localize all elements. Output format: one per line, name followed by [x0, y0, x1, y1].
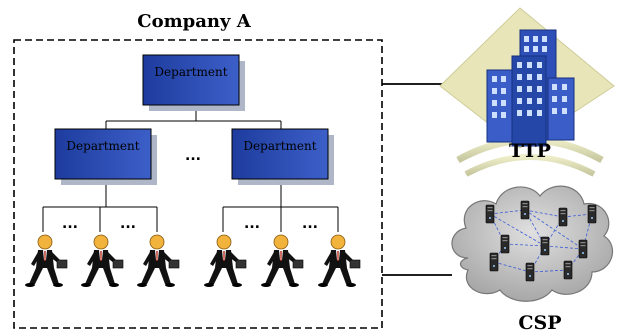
company-title: Company A: [137, 11, 251, 32]
department-ellipsis: ...: [185, 148, 201, 164]
businessman-with-briefcase-icon: [80, 234, 124, 288]
building-icon: [439, 7, 615, 177]
businessman-with-briefcase-icon: [260, 234, 304, 288]
company-boundary: [13, 39, 383, 329]
staff-ellipsis-2: ...: [120, 216, 136, 232]
staff-ellipsis-3: ...: [244, 216, 260, 232]
department-top: Department: [142, 54, 245, 111]
org-tree-connectors: [42, 108, 339, 232]
department-right: Department: [231, 128, 334, 185]
staff-ellipsis-1: ...: [62, 216, 78, 232]
csp-label: CSP: [518, 312, 561, 334]
department-left-label: Department: [66, 139, 139, 153]
department-right-label: Department: [243, 139, 316, 153]
department-top-label: Department: [154, 65, 227, 79]
businessman-with-briefcase-icon: [203, 234, 247, 288]
businessman-with-briefcase-icon: [317, 234, 361, 288]
staff-ellipsis-4: ...: [302, 216, 318, 232]
department-left: Department: [54, 128, 157, 185]
businessman-with-briefcase-icon: [136, 234, 180, 288]
ttp-label: TTP: [509, 140, 551, 162]
businessman-with-briefcase-icon: [24, 234, 68, 288]
cloud-server-network-icon: [451, 185, 614, 302]
